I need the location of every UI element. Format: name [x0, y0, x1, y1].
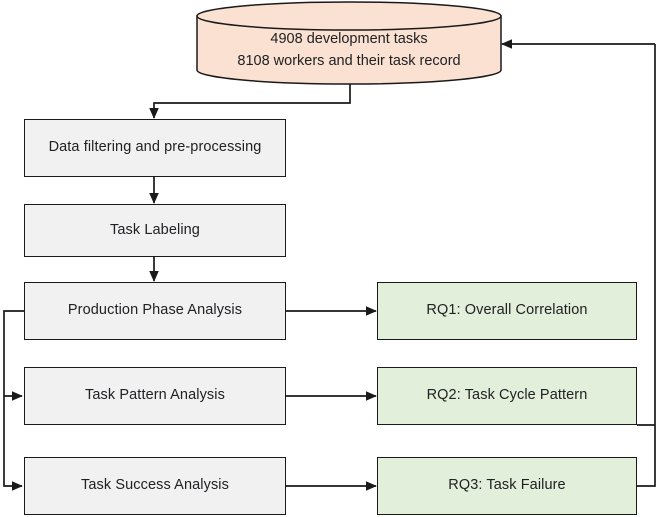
node-task-success-analysis[interactable]: Task Success Analysis: [24, 457, 286, 515]
edge-database-to-data-filtering: [149, 84, 351, 119]
edge-rq3-feedback-riser: [637, 44, 656, 487]
node-rq2-label: RQ2: Task Cycle Pattern: [426, 387, 588, 404]
cylinder-shape: [196, 1, 502, 85]
node-task-success-analysis-label: Task Success Analysis: [81, 477, 229, 494]
node-rq3[interactable]: RQ3: Task Failure: [377, 457, 637, 515]
node-rq3-label: RQ3: Task Failure: [448, 477, 566, 494]
node-production-phase-analysis[interactable]: Production Phase Analysis: [24, 282, 286, 340]
edge-production-phase-left-spine: [3, 310, 24, 396]
node-data-filtering[interactable]: Data filtering and pre-processing: [24, 119, 286, 177]
node-task-labeling-label: Task Labeling: [110, 221, 200, 238]
node-task-pattern-analysis-label: Task Pattern Analysis: [85, 387, 225, 404]
node-production-phase-analysis-label: Production Phase Analysis: [67, 302, 243, 319]
node-rq1-label: RQ1: Overall Correlation: [426, 302, 588, 319]
node-rq2[interactable]: RQ2: Task Cycle Pattern: [377, 367, 637, 425]
edge-spine-to-task-success: [3, 396, 23, 491]
node-task-pattern-analysis[interactable]: Task Pattern Analysis: [24, 367, 286, 425]
node-rq1[interactable]: RQ1: Overall Correlation: [377, 282, 637, 340]
node-task-labeling[interactable]: Task Labeling: [24, 204, 286, 257]
node-data-filtering-label: Data filtering and pre-processing: [48, 139, 262, 156]
dataset-cylinder: 4908 development tasks 8108 workers and …: [195, 0, 503, 88]
